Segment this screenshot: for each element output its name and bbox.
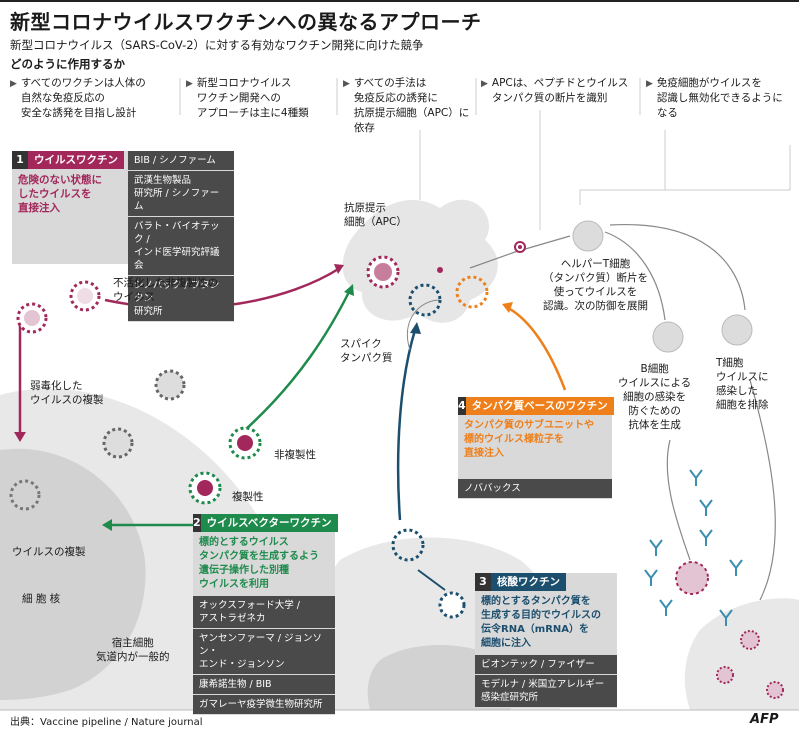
arrow-t-to-cell [749, 379, 776, 601]
card-number: 2 [193, 514, 201, 532]
card-description: 標的とするタンパク質を 生成する目的でウイルスの 伝令RNA（mRNA）を 細胞… [481, 596, 601, 649]
helper-t-cell [572, 220, 604, 252]
nucleus [0, 448, 146, 700]
arrow-protein [507, 306, 567, 391]
institution: モデルナ / 米国立アレルギー 感染症研究所 [475, 675, 617, 708]
source-note: 出典：Vaccine pipeline / Nature journal [10, 717, 203, 728]
page-title: 新型コロナウイルスワクチンへの異なるアプローチ [10, 10, 482, 34]
play-icon: ▶ [186, 79, 193, 89]
label-nonreplicating: 非複製性 [274, 449, 316, 461]
label-virus-replication: ウイルスの複製 [12, 546, 86, 558]
label-nucleus: 細 胞 核 [22, 593, 61, 605]
virus-particle-apc [366, 255, 400, 289]
afp-logo: AFP [750, 712, 779, 727]
virus-particle-replicating-2 [102, 427, 134, 459]
label-spike: スパイク タンパク質 [340, 338, 393, 364]
intro-item: ▶免疫細胞がウイルスを 認識し無効化できるように なる [646, 76, 796, 121]
card-description: 標的とするウイルス タンパク質を生成するよう 遺伝子操作した別種 ウイルスを利用 [199, 537, 319, 590]
card-vector-vaccine: 2 ウイルスベクターワクチン 標的とするウイルス タンパク質を生成するよう 遺伝… [193, 514, 338, 715]
card-nucleic-acid-vaccine: 3 核酸ワクチン 標的とするタンパク質を 生成する目的でウイルスの 伝令RNA（… [475, 573, 617, 708]
card-number: 1 [12, 151, 28, 169]
mrna-particle-dashed [391, 528, 425, 562]
institution: シノバック / ブタンタン 研究所 [128, 276, 234, 322]
neutralized-virus [675, 561, 709, 595]
intro-text: APCは、ペプチドとウイルス タンパク質の断片を識別 [491, 77, 629, 104]
card-title: タンパク質ベースのワクチン [465, 397, 614, 415]
intro-item: ▶すべてのワクチンは人体の 自然な免疫反応の 安全な誘発を目指し設計 [10, 76, 180, 121]
intro-item: ▶すべての手法は 免疫反応の誘発に 抗原提示細胞（APC）に 依存 [343, 76, 478, 136]
arrow-apc-to-helper [469, 235, 571, 269]
card-description: タンパク質のサブユニットや 標的ウイルス様粒子を 直接注入 [464, 420, 594, 459]
virus-particle-inactivated-1 [16, 302, 48, 334]
play-icon: ▶ [10, 79, 17, 89]
card-title: ウイルスワクチン [28, 151, 124, 169]
card-title: ウイルスベクターワクチン [200, 514, 338, 532]
card-virus-vaccine: 1 ウイルスワクチン 危険のない状態に したウイルスを 直接注入 BIB / シ… [12, 151, 234, 322]
arrow-helper-to-t [609, 223, 746, 311]
card-number: 3 [475, 573, 491, 591]
protein-particle [455, 275, 489, 309]
cell-bottom-right [684, 598, 799, 710]
institution: ヤンセンファーマ / ジョンソン・ エンド・ジョンソン [193, 629, 335, 675]
label-apc: 抗原提示 細胞（APC） [344, 202, 407, 228]
vector-particle-rep [188, 471, 222, 505]
institution: オックスフォード大学 / アストラゼネカ [193, 596, 335, 629]
apc-cell [342, 199, 498, 323]
antibodies [644, 469, 743, 626]
play-icon: ▶ [646, 79, 653, 89]
page-subtitle: 新型コロナウイルス（SARS-CoV-2）に対する有効なワクチン開発に向けた競争 [10, 38, 424, 52]
label-inactivated: 不活化した非複製性の ウイルス [113, 277, 218, 303]
intro-text: すべてのワクチンは人体の 自然な免疫反応の 安全な誘発を目指し設計 [20, 77, 146, 119]
label-t-cell: T細胞 ウイルスに 感染した 細胞を排除 [716, 357, 769, 411]
label-helper-t: ヘルパーT細胞 （タンパク質）断片を 使ってウイルスを 認識。次の防御を展開 [543, 258, 648, 312]
arrow-mrna-2 [417, 569, 446, 591]
virus-particle-inactivated-2 [69, 280, 101, 312]
card-protein-vaccine: 4 タンパク質ベースのワクチン タンパク質のサブユニットや 標的ウイルス様粒子を… [458, 397, 614, 499]
institution: ガマレーヤ疫学微生物研究所 [193, 695, 335, 715]
intro-item: ▶APCは、ペプチドとウイルス タンパク質の断片を識別 [481, 76, 641, 106]
label-attenuated: 弱毒化した ウイルスの複製 [30, 380, 104, 406]
arrow-helper-to-b [604, 231, 666, 321]
arrow-b-to-antibodies [666, 439, 691, 561]
intro-item: ▶新型コロナウイルス ワクチン開発への アプローチは主に4種類 [186, 76, 336, 121]
institution: 康希諾生物 / BIB [193, 675, 335, 695]
mrna-particle [438, 591, 466, 619]
play-icon: ▶ [481, 79, 488, 89]
spike-particle [408, 283, 442, 317]
intro-text: すべての手法は 免疫反応の誘発に 抗原提示細胞（APC）に 依存 [353, 77, 470, 134]
institution: バラト・バイオテック / インド医学研究評議会 [128, 217, 234, 276]
institution: BIB / シノファーム [128, 151, 234, 171]
t-cell [721, 314, 753, 346]
card-description: 危険のない状態に したウイルスを 直接注入 [18, 174, 102, 214]
virus-particle-replicating-3 [154, 369, 186, 401]
arrow-vector-to-apc [244, 289, 352, 431]
label-replicating: 複製性 [232, 491, 264, 503]
arrow-mrna-up [396, 329, 417, 521]
play-icon: ▶ [343, 79, 350, 89]
how-heading: どのように作用するか [10, 57, 125, 71]
b-cell [652, 321, 684, 353]
institution: ビオンテック / ファイザー [475, 655, 617, 675]
intro-text: 免疫細胞がウイルスを 認識し無効化できるように なる [656, 77, 783, 119]
institution: 武漢生物製品 研究所 / シノファーム [128, 171, 234, 217]
vector-particle-nonrep [228, 426, 262, 460]
institution: ノババックス [458, 479, 612, 499]
card-title: 核酸ワクチン [491, 573, 566, 591]
card-number: 4 [458, 397, 466, 415]
intro-text: 新型コロナウイルス ワクチン開発への アプローチは主に4種類 [196, 77, 309, 119]
label-b-cell: B細胞 ウイルスによる 細胞の感染を 防ぐための 抗体を生成 [618, 363, 692, 431]
virus-particle-replicating-1 [9, 479, 41, 511]
label-host-cell: 宿主細胞 気道内が一般的 [96, 637, 170, 663]
